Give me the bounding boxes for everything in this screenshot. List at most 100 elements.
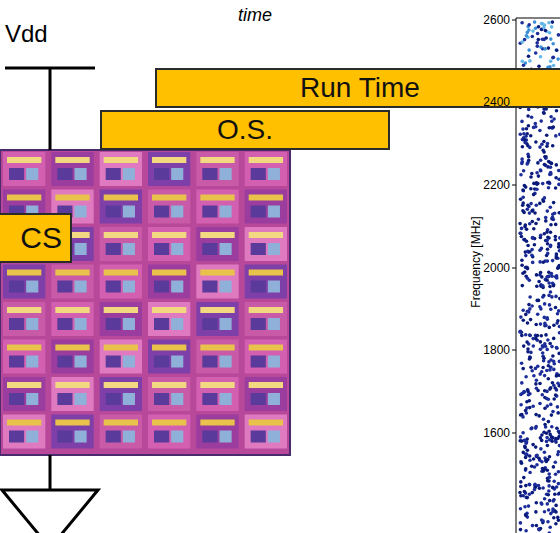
data-point [545, 239, 549, 243]
die-stripe [200, 232, 234, 238]
data-point [519, 528, 523, 532]
die-cell [220, 356, 232, 368]
data-point [519, 133, 523, 137]
data-point [536, 312, 540, 316]
die-block [148, 265, 190, 299]
data-point [546, 242, 550, 246]
die-stripe [152, 345, 186, 351]
data-point [554, 256, 558, 260]
die-cell [154, 318, 169, 330]
data-point [526, 204, 530, 208]
data-point [554, 460, 558, 464]
die-stripe [104, 307, 138, 313]
data-point [547, 472, 551, 476]
die-cell [123, 356, 135, 368]
die-cell [26, 356, 38, 368]
data-point [540, 334, 544, 338]
die-cell [75, 281, 87, 293]
data-point [520, 362, 524, 366]
die-cell [75, 393, 87, 405]
die-cell [9, 356, 24, 368]
data-point [550, 413, 554, 417]
data-point [546, 235, 550, 239]
die-stripe [55, 270, 89, 276]
die-stripe [7, 345, 41, 351]
die-cell [220, 431, 232, 443]
die-stripe [152, 157, 186, 163]
data-point [557, 450, 560, 454]
data-point [539, 169, 543, 173]
die-block [3, 152, 45, 186]
die-stripe [104, 195, 138, 201]
data-point [539, 55, 543, 59]
data-point [557, 482, 560, 486]
die-block [245, 340, 287, 374]
data-point [526, 347, 530, 351]
data-point [543, 510, 547, 514]
data-point [527, 23, 531, 27]
data-point [519, 413, 523, 417]
data-point [540, 433, 544, 437]
die-stripe [104, 420, 138, 426]
data-point [554, 176, 558, 180]
data-point [547, 186, 551, 190]
die-cell [106, 431, 121, 443]
data-point [541, 261, 545, 265]
data-point [550, 25, 554, 29]
ground-wire [49, 455, 52, 490]
data-point [534, 323, 538, 327]
data-point [520, 227, 524, 231]
data-point [548, 368, 552, 372]
data-point [548, 525, 552, 529]
data-point [547, 364, 551, 368]
axis-note: time [238, 6, 272, 24]
data-point [551, 126, 555, 130]
die-cell [268, 356, 280, 368]
die-block [148, 190, 190, 224]
die-stripe [152, 195, 186, 201]
data-point [531, 405, 535, 409]
data-point [543, 322, 547, 326]
data-point [521, 367, 525, 371]
data-point [528, 458, 532, 462]
data-point [552, 397, 556, 401]
tick-mark [512, 433, 516, 434]
die-cell [154, 281, 169, 293]
die-cell [9, 318, 24, 330]
data-point [554, 275, 558, 279]
data-point [543, 155, 547, 159]
die-block [51, 265, 93, 299]
data-point [528, 483, 532, 487]
die-stripe [7, 307, 41, 313]
data-point [531, 524, 535, 528]
tick-mark [512, 20, 516, 21]
data-point [531, 236, 535, 240]
data-point [547, 46, 551, 50]
data-point [544, 216, 548, 220]
data-point [546, 479, 550, 483]
die-cell [220, 281, 232, 293]
data-point [531, 29, 535, 33]
data-point [556, 382, 560, 386]
die-cell [106, 206, 121, 218]
die-cell [75, 356, 87, 368]
axis-title: Frequency [MHz] [470, 216, 482, 307]
data-point [529, 366, 533, 370]
die-stripe [55, 382, 89, 388]
data-point [537, 25, 541, 29]
data-point [539, 447, 543, 451]
data-point [518, 232, 522, 236]
die-stripe [55, 195, 89, 201]
die-cell [57, 318, 72, 330]
data-point [552, 516, 556, 520]
data-point [541, 182, 545, 186]
data-point [520, 162, 524, 166]
die-stripe [200, 195, 234, 201]
data-point [557, 183, 560, 187]
data-point [538, 129, 542, 133]
data-point [523, 225, 527, 229]
data-point [518, 439, 522, 443]
layer-label: O.S. [217, 116, 273, 144]
data-point [557, 242, 560, 246]
die-cell [75, 206, 87, 218]
